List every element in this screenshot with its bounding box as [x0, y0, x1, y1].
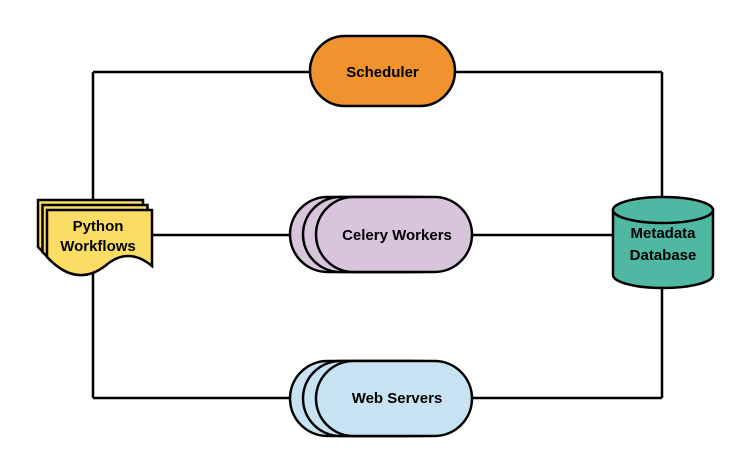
- celery-workers-label: Celery Workers: [342, 227, 452, 244]
- webservers-shape-front: [314, 359, 474, 438]
- scheduler-shape: [308, 34, 457, 108]
- scheduler-node[interactable]: Scheduler: [308, 34, 457, 108]
- scheduler-label: Scheduler: [346, 64, 419, 81]
- database-cylinder-top: [611, 195, 715, 225]
- web-servers-label: Web Servers: [352, 390, 443, 407]
- celery-shape-front: [314, 195, 474, 274]
- metadata-database-label-line1: Metadata: [630, 225, 696, 242]
- database-cylinder-body: [611, 208, 715, 290]
- web-servers-node[interactable]: Web Servers: [288, 359, 474, 438]
- python-workflows-label-line2: Workflows: [60, 238, 136, 255]
- python-workflows-label-line1: Python: [73, 218, 124, 235]
- python-workflows-node[interactable]: Python Workflows: [36, 198, 154, 277]
- metadata-database-label-line2: Database: [630, 247, 697, 264]
- edge-group: [91, 70, 664, 400]
- metadata-database-node[interactable]: Metadata Database: [611, 195, 715, 290]
- document-shape-front: [45, 208, 154, 277]
- celery-workers-node[interactable]: Celery Workers: [288, 195, 474, 274]
